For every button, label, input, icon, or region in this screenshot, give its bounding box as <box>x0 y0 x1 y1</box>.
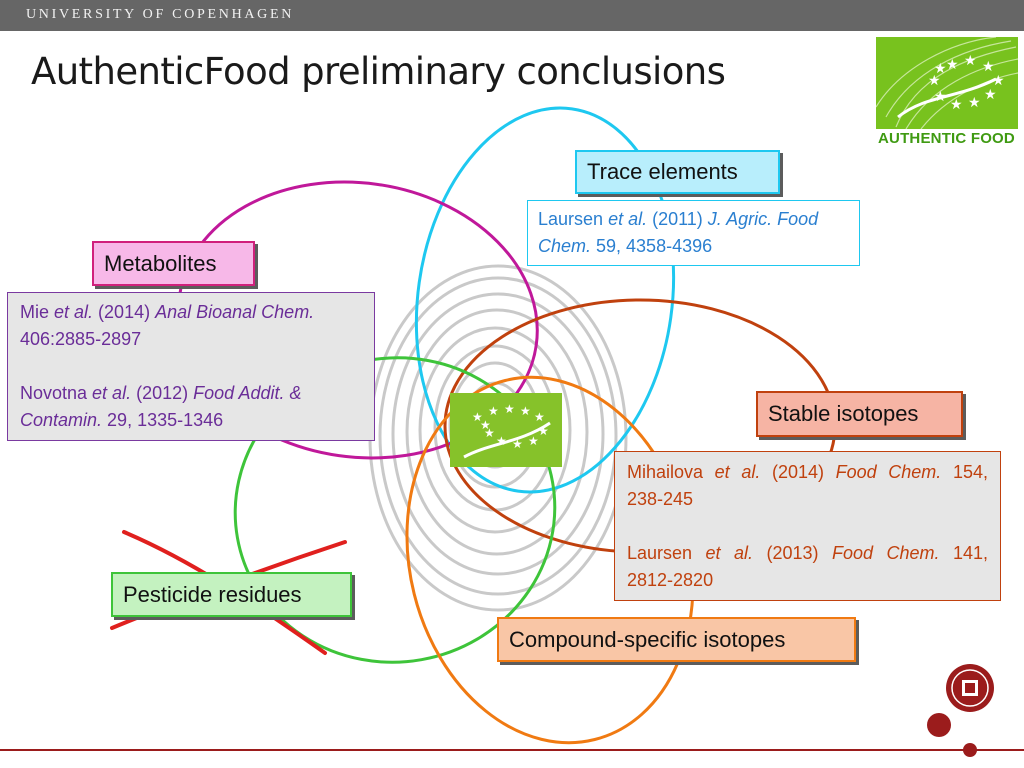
svg-text:★: ★ <box>512 437 523 451</box>
eu-organic-leaf-logo: ★ ★ ★ ★ ★ ★ ★ ★ ★ ★ ★ <box>450 393 562 467</box>
metabolites-references: Mie et al. (2014) Anal Bioanal Chem. 406… <box>7 292 375 441</box>
svg-text:★: ★ <box>472 410 483 424</box>
university-name: UNIVERSITY OF COPENHAGEN <box>26 7 295 22</box>
svg-text:★: ★ <box>480 418 491 432</box>
svg-text:★: ★ <box>950 96 963 112</box>
isotopes-reference-1: Mihailova et al. (2014) Food Chem. 154, … <box>627 462 988 509</box>
svg-text:★: ★ <box>504 402 515 416</box>
footer-dot-small <box>963 743 977 757</box>
university-seal-icon <box>946 664 994 712</box>
organic-leaf-icon: ★ ★ ★ ★ ★ ★ ★ ★ ★ ★ ★ <box>463 402 551 459</box>
svg-text:★: ★ <box>992 72 1005 88</box>
svg-text:★: ★ <box>964 52 977 68</box>
svg-text:★: ★ <box>982 58 995 74</box>
authentic-food-logo: ★ ★ ★ ★ ★ ★ ★ ★ ★ ★ <box>876 37 1018 129</box>
svg-text:★: ★ <box>534 410 545 424</box>
metabolites-reference-2: Novotna et al. (2012) Food Addit. & Cont… <box>20 383 302 430</box>
svg-text:★: ★ <box>968 94 981 110</box>
svg-text:★: ★ <box>538 424 549 438</box>
trace-elements-reference: Laursen et al. (2011) J. Agric. Food Che… <box>527 200 860 266</box>
svg-text:★: ★ <box>528 434 539 448</box>
footer-dot-large <box>927 713 951 737</box>
svg-text:★: ★ <box>984 86 997 102</box>
header-bar: UNIVERSITY OF COPENHAGEN <box>0 0 1024 31</box>
svg-text:★: ★ <box>520 404 531 418</box>
compound-specific-label: Compound-specific isotopes <box>497 617 856 662</box>
trace-elements-ellipse <box>414 106 676 494</box>
footer-line <box>0 749 1024 751</box>
svg-text:★: ★ <box>946 56 959 72</box>
pesticide-residues-label: Pesticide residues <box>111 572 352 617</box>
logo-text: AUTHENTIC FOOD <box>878 130 1015 147</box>
svg-text:★: ★ <box>488 404 499 418</box>
svg-text:★: ★ <box>934 60 947 76</box>
stable-isotopes-label: Stable isotopes <box>756 391 963 437</box>
metabolites-reference-1: Mie et al. (2014) Anal Bioanal Chem. 406… <box>20 302 315 349</box>
leaf-stars-icon: ★ ★ ★ ★ ★ ★ ★ ★ ★ ★ <box>876 37 1018 129</box>
slide-title: AuthenticFood preliminary conclusions <box>31 50 726 93</box>
svg-text:★: ★ <box>928 72 941 88</box>
metabolites-label: Metabolites <box>92 241 255 286</box>
trace-elements-label: Trace elements <box>575 150 780 194</box>
stable-isotopes-references: Mihailova et al. (2014) Food Chem. 154, … <box>614 451 1001 601</box>
isotopes-reference-2: Laursen et al. (2013) Food Chem. 141, 28… <box>627 543 988 590</box>
svg-text:★: ★ <box>496 434 507 448</box>
svg-text:★: ★ <box>484 426 495 440</box>
